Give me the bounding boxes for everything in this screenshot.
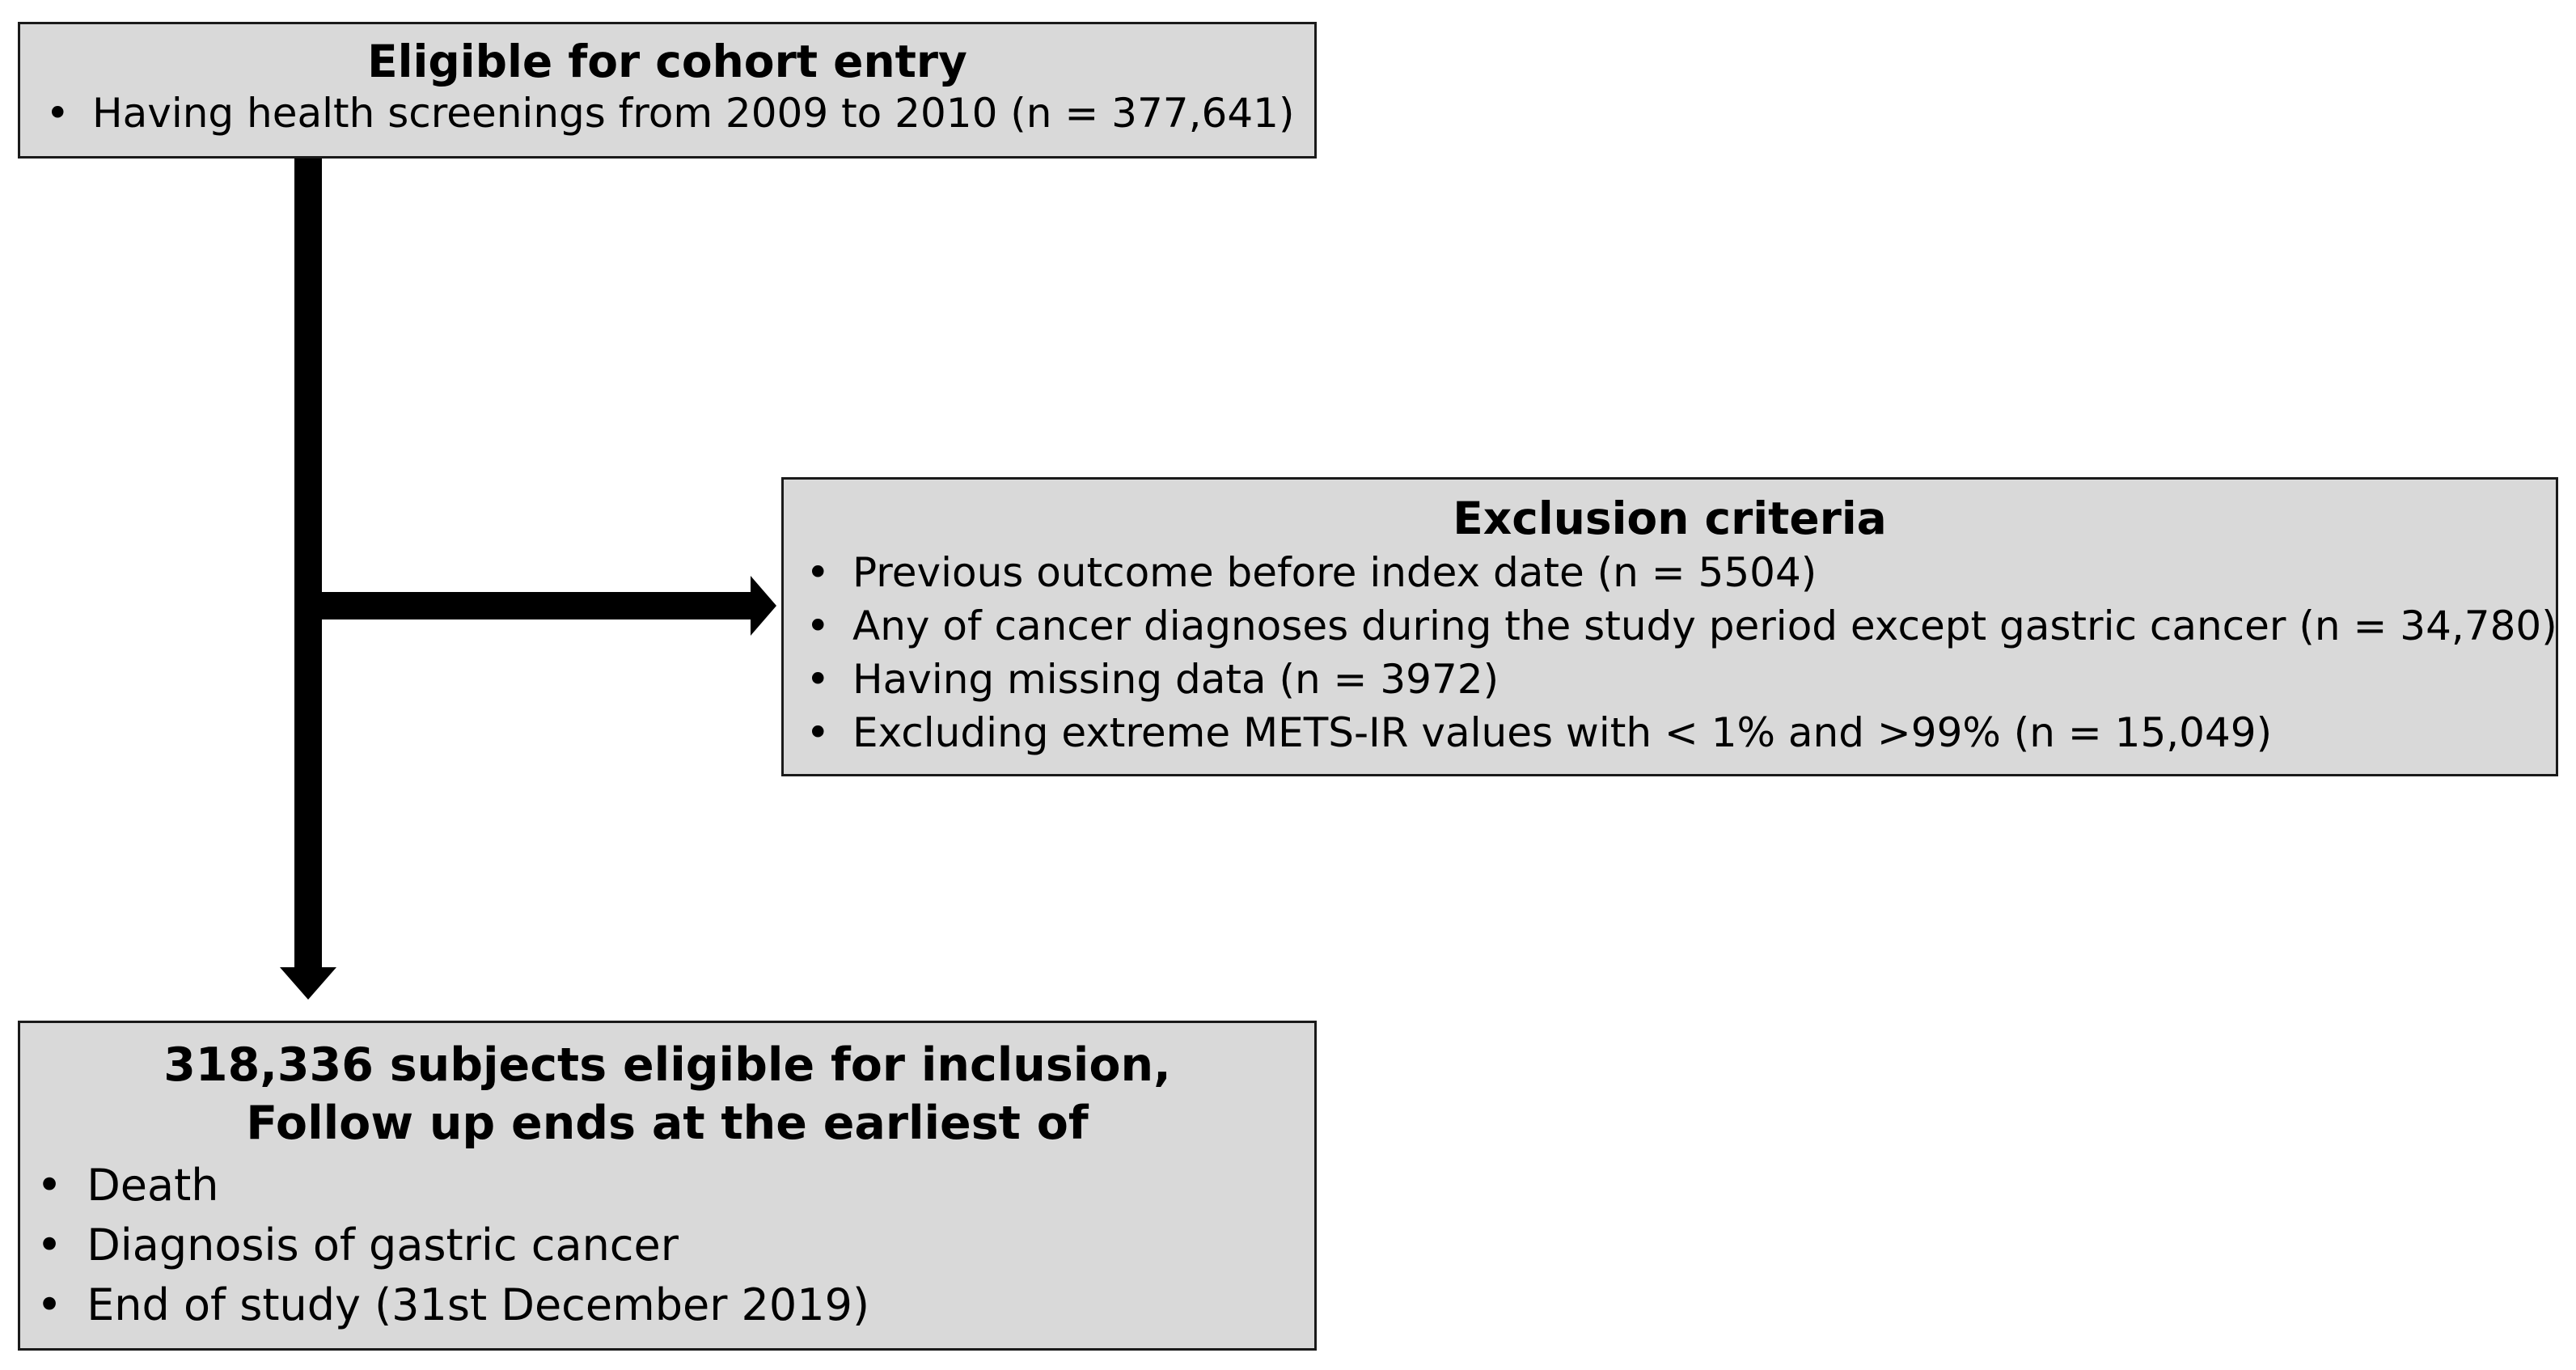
exclusion-branch-arrowhead xyxy=(751,576,776,636)
cohort-entry-list: Having health screenings from 2009 to 20… xyxy=(20,87,1314,139)
cohort-entry-title: Eligible for cohort entry xyxy=(367,36,967,87)
follow-up-end-death: Death xyxy=(30,1156,1314,1216)
exclusion-item-previous-outcome: Previous outcome before index date (n = … xyxy=(800,546,2556,599)
exclusion-item-extreme-values: Excluding extreme METS-IR values with < … xyxy=(800,706,2556,759)
inclusion-box: 318,336 subjects eligible for inclusion,… xyxy=(18,1021,1317,1351)
cohort-entry-item: Having health screenings from 2009 to 20… xyxy=(40,87,1314,139)
follow-up-end-study-end: End of study (31st December 2019) xyxy=(30,1275,1314,1335)
exclusion-branch-shaft xyxy=(322,592,751,619)
follow-up-end-list: Death Diagnosis of gastric cancer End of… xyxy=(20,1156,1314,1335)
follow-up-end-gastric-cancer: Diagnosis of gastric cancer xyxy=(30,1216,1314,1275)
exclusion-criteria-list: Previous outcome before index date (n = … xyxy=(784,546,2557,759)
inclusion-title-line2: Follow up ends at the earliest of xyxy=(246,1097,1089,1150)
exclusion-item-cancer-diagnoses: Any of cancer diagnoses during the study… xyxy=(800,599,2557,653)
main-flow-arrowhead xyxy=(280,967,336,1000)
exclusion-criteria-box: Exclusion criteria Previous outcome befo… xyxy=(781,477,2558,776)
main-flow-shaft xyxy=(294,159,322,967)
exclusion-criteria-title: Exclusion criteria xyxy=(1453,493,1887,544)
exclusion-item-missing-data: Having missing data (n = 3972) xyxy=(800,653,2556,706)
cohort-entry-box: Eligible for cohort entry Having health … xyxy=(18,22,1317,159)
inclusion-title-line1: 318,336 subjects eligible for inclusion, xyxy=(163,1038,1171,1092)
